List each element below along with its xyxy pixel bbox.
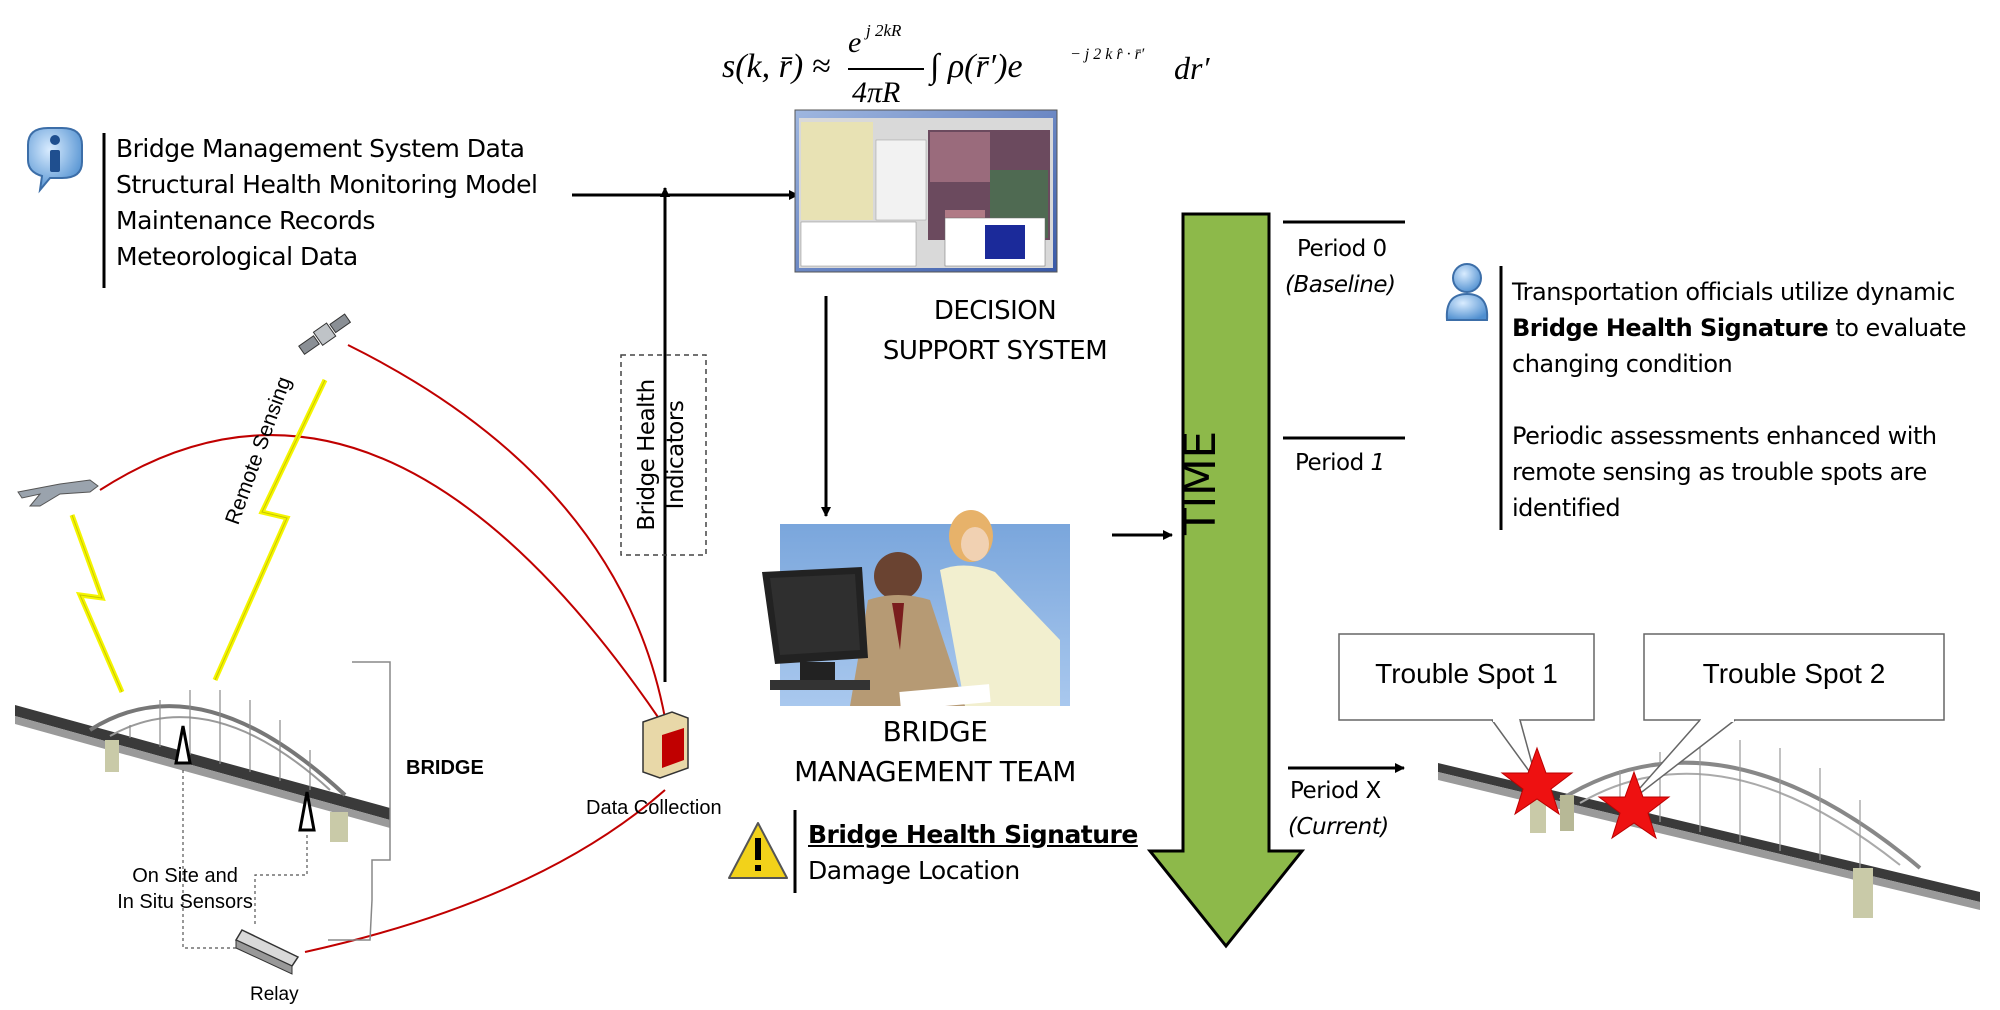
list-item: Structural Health Monitoring Model [116,170,538,199]
formula-denominator: 4πR [852,76,901,109]
trouble-spot-2-label: Trouble Spot 2 [1702,658,1886,689]
indicators-line2: Indicators [663,400,689,510]
left-bridge-illustration [15,690,390,842]
officials-line2: Bridge Health Signature to evaluate [1512,316,1966,340]
period-0-note: (Baseline) [1285,272,1396,298]
officials-line5: remote sensing as trouble spots are [1512,458,1927,486]
officials-line2-rest: to evaluate [1828,314,1966,342]
management-team-illustration [762,510,1070,710]
period-1-number: 1 [1370,450,1386,476]
lightning-bolts [69,378,328,693]
time-arrow [1146,212,1306,949]
formula-fraction-bar [848,68,924,70]
signature-subtitle: Damage Location [808,856,1020,885]
aircraft-icon [17,479,99,507]
satellite-icon [298,313,352,356]
formula-integral: ∫ ρ(r̄′)e [930,48,1023,85]
officials-line3: changing condition [1512,350,1733,378]
officials-line6: identified [1512,494,1621,522]
bridge-label: BRIDGE [406,757,484,779]
trouble-spot-1-label: Trouble Spot 1 [1375,658,1558,689]
info-icon [27,127,83,194]
trouble-star-icon [1500,746,1671,840]
list-item: Meteorological Data [116,242,358,271]
bridge-bracket [328,661,391,941]
indicators-label: Bridge Health Indicators [621,355,706,555]
decision-support-line1: DECISION [933,296,1057,326]
period-x-name: Period X [1290,778,1381,804]
warning-icon [728,822,788,879]
management-team-line1: BRIDGE [882,715,988,748]
time-label: TIME [1175,431,1226,535]
trouble-spot-callouts [1338,633,1945,806]
formula-numerator-exp: j 2kR [866,21,902,40]
formula-tail: dr′ [1174,50,1210,86]
list-item: Maintenance Records [116,206,375,235]
list-item: Bridge Management System Data [116,134,525,163]
period-0-name: Period 0 [1297,236,1387,262]
sensor-wiring [182,770,308,949]
relay-icon [234,929,300,975]
formula-lhs: s(k, r̄) ≈ [722,48,831,85]
management-team-line2: MANAGEMENT TEAM [794,755,1076,788]
formula-numerator-base: e [848,26,862,59]
flow-arrows [572,187,1405,773]
red-links [99,344,666,953]
period-x-note: (Current) [1288,814,1389,840]
officials-line1: Transportation officials utilize dynamic [1512,278,1955,306]
relay-label: Relay [250,984,299,1005]
indicators-line1: Bridge Health [634,379,660,531]
person-icon [1445,263,1489,321]
period-1-prefix: Period [1295,450,1371,476]
officials-line4: Periodic assessments enhanced with [1512,422,1937,450]
indicators-box [620,354,707,556]
decision-support-screen [794,109,1058,273]
data-collection-label: Data Collection [586,797,722,819]
formula-exponent: − j 2 k r̂ · r̄′ [1070,46,1145,63]
period-1-name: Period 1 [1295,452,1385,475]
sensor-tower-icon [174,725,316,832]
decision-support-line2: SUPPORT SYSTEM [882,336,1108,366]
sensors-label-line1: On Site and [132,865,238,887]
right-bridge-illustration [1438,740,1980,918]
data-collection-server-icon [642,711,689,779]
sensors-label-line2: In Situ Sensors [117,891,253,913]
signature-title: Bridge Health Signature [808,820,1138,849]
officials-line2-bold: Bridge Health Signature [1512,314,1829,342]
